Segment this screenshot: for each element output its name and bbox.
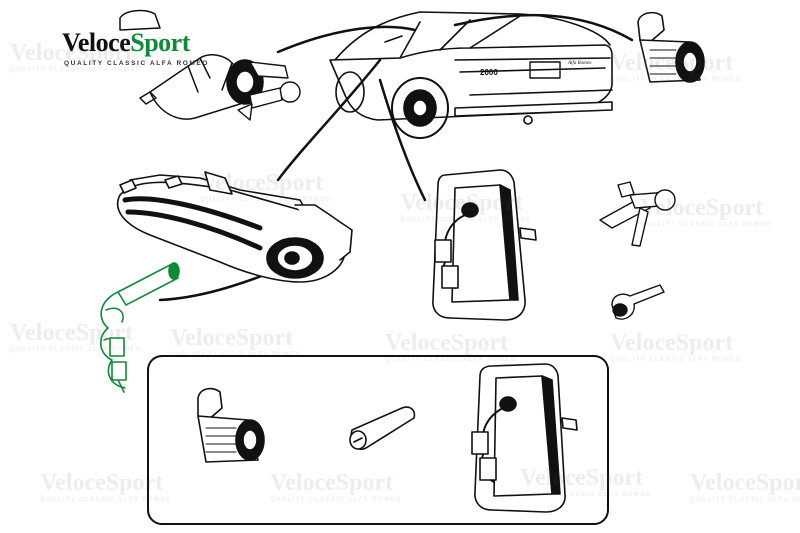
- car-icon: [329, 11, 613, 139]
- key-icon: [237, 61, 301, 121]
- leader-line-ignition: [276, 25, 417, 54]
- parts-frame: [147, 355, 609, 525]
- brand-logo-text: VeloceSport: [62, 28, 190, 58]
- brand-name-part2: Sport: [130, 28, 190, 57]
- leader-line-boot: [378, 78, 427, 202]
- key-icon: [599, 181, 676, 320]
- leader-line-top-lock: [453, 13, 634, 42]
- lock-barrel-icon: [637, 11, 705, 83]
- brand-logo: VeloceSport QUALITY CLASSIC ALFA ROMEO: [58, 22, 258, 82]
- ignition-lock-icon: [119, 9, 264, 120]
- car-script: Alfa Romeo: [567, 61, 592, 66]
- brand-tagline: QUALITY CLASSIC ALFA ROMEO: [64, 60, 209, 67]
- car-badge: 2000: [480, 68, 498, 77]
- brand-name-part1: Veloce: [62, 28, 131, 57]
- boot-handle-icon: [471, 363, 578, 513]
- leader-line-door-handle: [276, 58, 382, 182]
- lock-barrel-icon: [197, 387, 265, 463]
- boot-handle-icon: [432, 169, 537, 321]
- door-handle-icon: [116, 171, 353, 283]
- lock-barrel-icon: [349, 406, 416, 450]
- lock-barrel-green: [100, 262, 180, 393]
